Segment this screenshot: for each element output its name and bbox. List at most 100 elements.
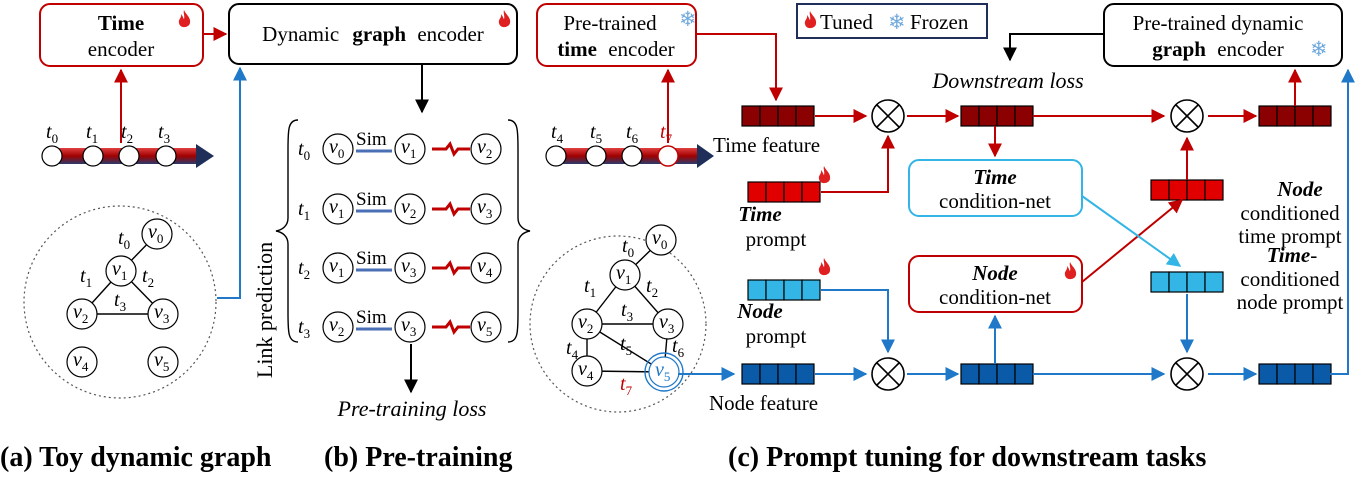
time-encoder-box: Time encoder: [39, 3, 204, 67]
negative-link: [432, 260, 470, 276]
svg-text:time encoder: time encoder: [557, 37, 674, 61]
multiply-icon: [1170, 99, 1204, 133]
graph-encoder-post: encoder: [417, 22, 483, 46]
link-row-1-c: v3: [477, 196, 492, 221]
prompt-edge-label-7: t7: [620, 373, 633, 398]
snowflake-icon: ❄: [1310, 37, 1328, 61]
flame-icon: [804, 11, 817, 29]
node-condnet-bold: Node: [971, 261, 1018, 285]
timeline-c-label-1: t5: [590, 121, 602, 146]
node-cond-bold: Node: [1276, 177, 1323, 201]
node-cond-line2: conditioned: [1240, 201, 1340, 225]
flame-icon: [498, 10, 511, 28]
prompt-node-v0: v0: [652, 227, 667, 252]
toy-node-v3: v3: [154, 301, 169, 326]
legend-frozen: Frozen: [910, 10, 969, 34]
arrow-time-prompt-to-mult1: [821, 134, 895, 193]
final-time-feature-block: [1258, 105, 1332, 127]
prompt-node-v1: v1: [616, 262, 631, 287]
link-row-t-3: t3: [298, 316, 310, 341]
node-condition-net: Node condition-net: [908, 255, 1083, 313]
time-condnet-bold: Time: [973, 165, 1017, 189]
caption-b: (b) Pre-training: [324, 442, 512, 473]
link-row-0-a: v0: [329, 136, 344, 161]
toy-node-v1-circle: [105, 255, 137, 287]
left-brace: [275, 119, 299, 343]
toy-panel: Time encoder Dynamic graph encoder: [23, 3, 518, 399]
pt-graph-encoder-bold: graph: [1152, 37, 1206, 61]
pt-graph-encoder-line1: Pre-trained dynamic: [1133, 11, 1304, 35]
downstream-loss: Downstream loss: [931, 68, 1083, 93]
link-row-1-b-circle: [394, 193, 426, 225]
pt-time-encoder-bold: time: [557, 37, 597, 61]
link-row-2-a-circle: [322, 252, 354, 284]
node-condnet-rest: condition-net: [939, 285, 1051, 309]
link-row-2-c-circle: [470, 252, 502, 284]
timeline-c-label-0: t4: [551, 121, 564, 146]
link-prediction-label: Link prediction: [252, 242, 277, 378]
arrow-node-prompt-to-mult3: [821, 289, 895, 354]
node-prompt-bold: Node: [736, 299, 783, 323]
legend: Tuned ❄ Frozen: [796, 3, 988, 39]
prompt-edge-label-5: t5: [620, 333, 632, 358]
prompt-node-v0-circle: [645, 224, 677, 256]
link-row-0-a-circle: [322, 133, 354, 165]
time-condnet-rest: condition-net: [939, 189, 1051, 213]
time-cond-dash: -: [1310, 243, 1317, 267]
link-row-3-b: v3: [401, 314, 416, 339]
time-conditioned-node-prompt-block: [1150, 271, 1224, 293]
caption-c: (c) Prompt tuning for downstream tasks: [728, 442, 1206, 473]
toy-node-v0: v0: [148, 221, 163, 246]
prompt-node-v5-circle: [648, 356, 680, 388]
toy-node-v4-circle: [66, 346, 98, 378]
right-brace: [507, 119, 531, 343]
time-prompt-bold: Time: [738, 202, 782, 226]
link-row-1-b: v2: [401, 196, 416, 221]
link-row-0-b-circle: [394, 133, 426, 165]
prompt-edge-label-0: t0: [622, 235, 634, 260]
negative-link: [432, 319, 470, 335]
legend-tuned: Tuned: [820, 10, 873, 34]
link-row-2-c: v4: [477, 255, 493, 280]
node-feature-label: Node feature: [709, 391, 818, 415]
prompt-edge-label-6: t6: [672, 335, 685, 360]
pt-graph-encoder-box: Pre-trained dynamic graph encoder ❄: [1103, 3, 1343, 67]
final-node-feature-block: [1258, 363, 1332, 385]
arrow-pt-time-encoder-to-feature: [696, 33, 783, 102]
toy-node-v1: v1: [112, 258, 127, 283]
sim-label: Sim: [356, 248, 387, 269]
link-row-3-b-circle: [394, 311, 426, 343]
node-prompt-rest: prompt: [746, 324, 807, 348]
link-row-1-a: v1: [329, 196, 344, 221]
link-row-0-b: v1: [401, 136, 416, 161]
link-row-2-a: v1: [329, 255, 344, 280]
link-row-3-a-circle: [322, 311, 354, 343]
sim-label: Sim: [356, 129, 387, 150]
link-row-0-c: v2: [477, 136, 492, 161]
arrow-time-condnet-to-prompt: [1081, 195, 1182, 267]
pt-time-encoder-line1: Pre-trained: [563, 11, 657, 35]
link-row-t-0: t0: [298, 138, 310, 163]
prompt-node-v5: v5: [655, 359, 670, 384]
timeline-c-label-3: t7: [660, 121, 673, 146]
node-feature-block: [741, 363, 815, 385]
prompt-edge-label-4: t4: [566, 337, 579, 362]
prompt-edge-label-3: t3: [621, 299, 633, 324]
timeline-label-2: t2: [121, 121, 133, 146]
multiply-icon: [871, 357, 905, 391]
toy-edge-label-1: t1: [80, 265, 92, 290]
toy-node-v2: v2: [73, 301, 88, 326]
toy-node-v3-circle: [147, 298, 179, 330]
toy-node-v2-circle: [66, 298, 98, 330]
time-prompt-rest: prompt: [746, 227, 807, 251]
time-cond-line2: conditioned: [1240, 267, 1340, 291]
toy-node-v5-circle: [147, 346, 179, 378]
